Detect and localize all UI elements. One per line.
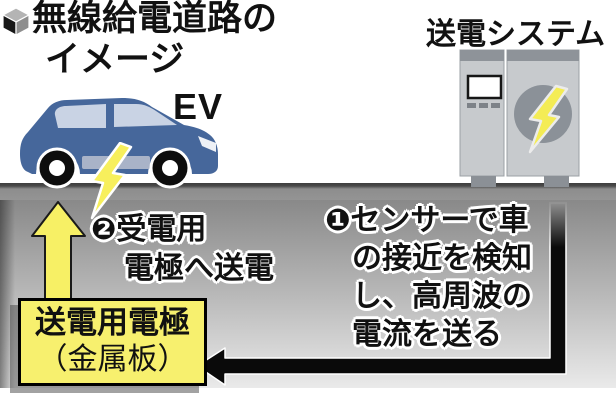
transmitter-system-label: 送電システム (426, 18, 606, 51)
electrode-box-subtitle: （金属板） (37, 343, 188, 376)
left-elbow-arrow-icon (196, 202, 567, 386)
cabinet-foot-right (544, 176, 569, 187)
step1-line4: 電流を送る (352, 318, 502, 351)
electrode-box-title: 送電用電極 (35, 305, 190, 340)
car-rear-window (54, 104, 106, 128)
step1-line3: し、高周波の (352, 280, 532, 313)
step2-line1: ❷受電用 (91, 213, 207, 246)
cabinet-foot-left (471, 176, 496, 187)
page-title-line1: 無線給電道路の (32, 0, 278, 38)
step1-line1: ❶センサーで車 (325, 204, 529, 237)
cabinet-left-unit (459, 49, 505, 177)
electrode-box: 送電用電極 （金属板） (18, 298, 207, 386)
step2-annotation: ❷受電用 電極へ送電 (91, 210, 274, 288)
lightning-bolt-icon (90, 142, 133, 220)
page-title-line2: イメージ (45, 40, 185, 79)
ev-car-illustration (20, 98, 218, 189)
step1-annotation: ❶センサーで車 の接近を検知 し、高周波の 電流を送る (325, 202, 532, 354)
road-surface (0, 183, 616, 200)
cabinet-buttons (467, 103, 500, 108)
lightning-bolt-icon (528, 84, 569, 154)
car-front-window (114, 104, 177, 127)
step1-line2: の接近を検知 (352, 242, 532, 275)
cube-icon (2, 7, 31, 36)
step2-line2: 電極へ送電 (124, 252, 274, 285)
up-arrow-icon (31, 201, 86, 304)
cabinet-screen (466, 74, 503, 100)
car-headlight (198, 136, 216, 152)
transmitter-cabinet (459, 49, 580, 187)
ev-label: EV (173, 86, 224, 127)
